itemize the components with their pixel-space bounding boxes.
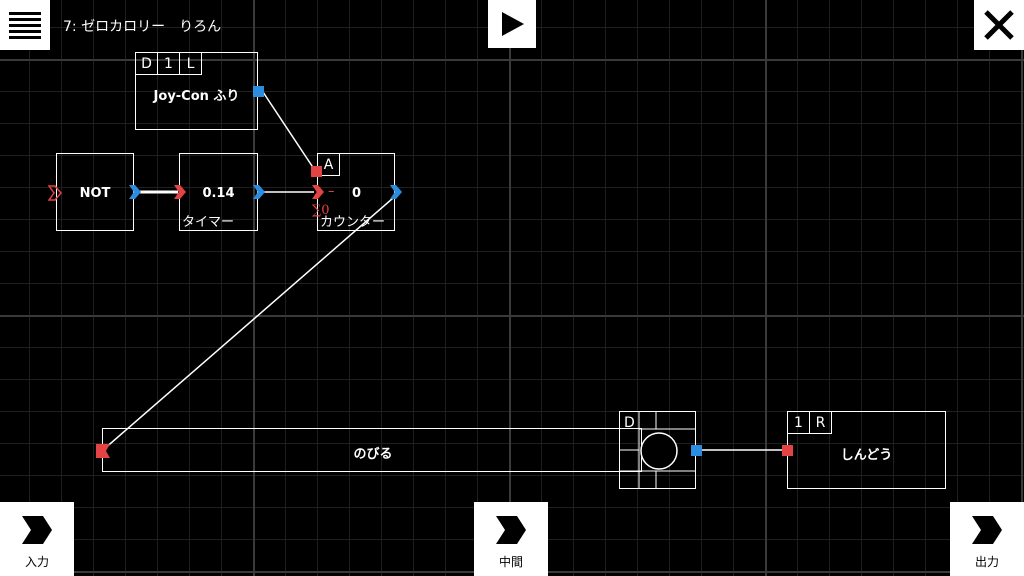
output-button-label: 出力 — [974, 555, 999, 569]
counter-cell-a: A — [318, 154, 340, 176]
counter-node[interactable]: A – 0 カウンター — [317, 153, 395, 231]
middle-nodes-button[interactable]: 中間 — [474, 502, 548, 576]
compare-output-port[interactable] — [691, 445, 702, 456]
counter-label: カウンター — [320, 215, 386, 230]
joycon-label: Joy-Con ふり — [153, 89, 240, 104]
play-button[interactable] — [488, 0, 536, 48]
stretch-input-port[interactable] — [96, 444, 110, 458]
vibration-label: しんどう — [840, 448, 893, 463]
compare-cell-d: D — [624, 415, 635, 431]
counter-output-port[interactable] — [390, 185, 402, 199]
joycon-cell-d: D — [136, 53, 158, 75]
vibration-node[interactable]: 1 R しんどう — [787, 411, 946, 489]
wire-joycon-counter — [262, 91, 317, 173]
chevron-right-icon — [972, 516, 1002, 544]
output-nodes-button[interactable]: 出力 — [950, 502, 1024, 576]
not-label: NOT — [79, 186, 111, 201]
chevron-right-icon — [22, 516, 52, 544]
not-node[interactable]: NOT — [56, 153, 134, 231]
timer-node[interactable]: 0.14 タイマー — [179, 153, 258, 231]
stretch-node[interactable]: のびる — [102, 428, 642, 472]
counter-top-input-port[interactable] — [311, 166, 322, 177]
program-title: 7: ゼロカロリー りろん — [63, 19, 222, 35]
hamburger-icon — [9, 12, 41, 39]
chevron-right-icon — [496, 516, 526, 544]
not-output-port[interactable] — [129, 185, 141, 199]
menu-button[interactable] — [0, 0, 50, 50]
compare-symbol-icon — [619, 411, 696, 489]
counter-sum-symbol: ∑0 — [312, 203, 330, 218]
input-button-label: 入力 — [24, 555, 49, 569]
vibration-input-port[interactable] — [782, 445, 793, 456]
input-nodes-button[interactable]: 入力 — [0, 502, 74, 576]
timer-label: タイマー — [182, 215, 235, 230]
play-icon — [502, 12, 524, 36]
not-input-port[interactable] — [48, 185, 62, 201]
joycon-cell-l: L — [180, 53, 202, 75]
timer-value: 0.14 — [202, 186, 235, 201]
vibration-cell-1: 1 — [788, 412, 810, 434]
wire-counter-stretch — [102, 191, 401, 451]
counter-middle-input-port[interactable] — [312, 185, 324, 199]
timer-input-port[interactable] — [174, 185, 186, 199]
close-icon — [984, 10, 1014, 40]
joycon-output-port[interactable] — [253, 86, 264, 97]
joycon-swing-node[interactable]: D 1 L Joy-Con ふり — [135, 52, 258, 130]
timer-output-port[interactable] — [253, 185, 265, 199]
counter-value: 0 — [352, 186, 362, 201]
close-button[interactable] — [974, 0, 1024, 50]
counter-reset-symbol: – — [328, 184, 335, 199]
stretch-label: のびる — [353, 447, 393, 462]
middle-button-label: 中間 — [498, 555, 523, 569]
vibration-cell-r: R — [810, 412, 832, 434]
joycon-cell-1: 1 — [158, 53, 180, 75]
compare-node[interactable]: D — [619, 411, 696, 489]
